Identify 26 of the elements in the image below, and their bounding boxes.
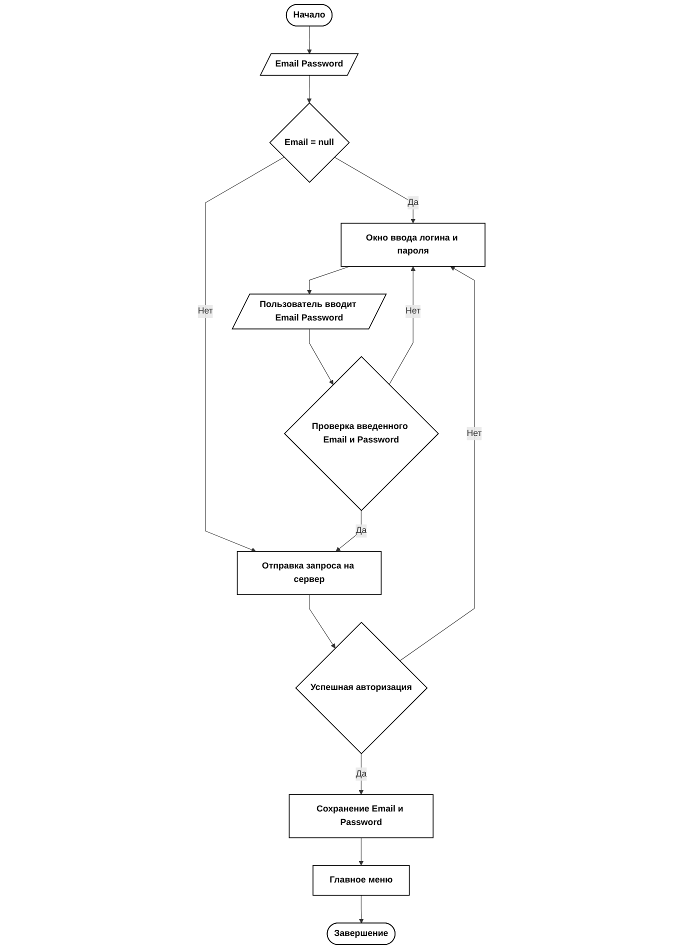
node-box: Главное меню bbox=[312, 865, 410, 896]
node-diamond: Успешная авторизация bbox=[295, 622, 428, 754]
node-diamond: Проверка введенного Email и Password bbox=[284, 356, 440, 512]
arrow bbox=[309, 328, 334, 385]
arrow bbox=[307, 26, 312, 54]
arrow bbox=[358, 837, 364, 866]
arrow bbox=[306, 75, 312, 104]
arrow bbox=[400, 266, 475, 662]
arrow bbox=[388, 266, 416, 385]
arrow bbox=[307, 266, 350, 295]
arrow bbox=[336, 510, 362, 552]
arrow bbox=[205, 156, 284, 552]
edge-label: Нет bbox=[406, 306, 421, 316]
node-box: Отправка запроса на сервер bbox=[236, 551, 382, 596]
node-diamond: Email = null bbox=[269, 102, 350, 183]
edge-label: Нет bbox=[466, 428, 482, 438]
edge-label: Да bbox=[356, 526, 367, 536]
edge-label: Да bbox=[408, 198, 419, 208]
arrow bbox=[309, 594, 336, 648]
node-box: Окно ввода логина и пароля bbox=[340, 222, 486, 267]
arrow bbox=[358, 753, 364, 795]
arrow bbox=[334, 156, 416, 224]
edge-label: Да bbox=[356, 769, 367, 779]
node-box: Сохранение Email и Password bbox=[288, 794, 434, 838]
edge-label: Нет bbox=[198, 306, 213, 316]
arrow bbox=[358, 895, 364, 924]
